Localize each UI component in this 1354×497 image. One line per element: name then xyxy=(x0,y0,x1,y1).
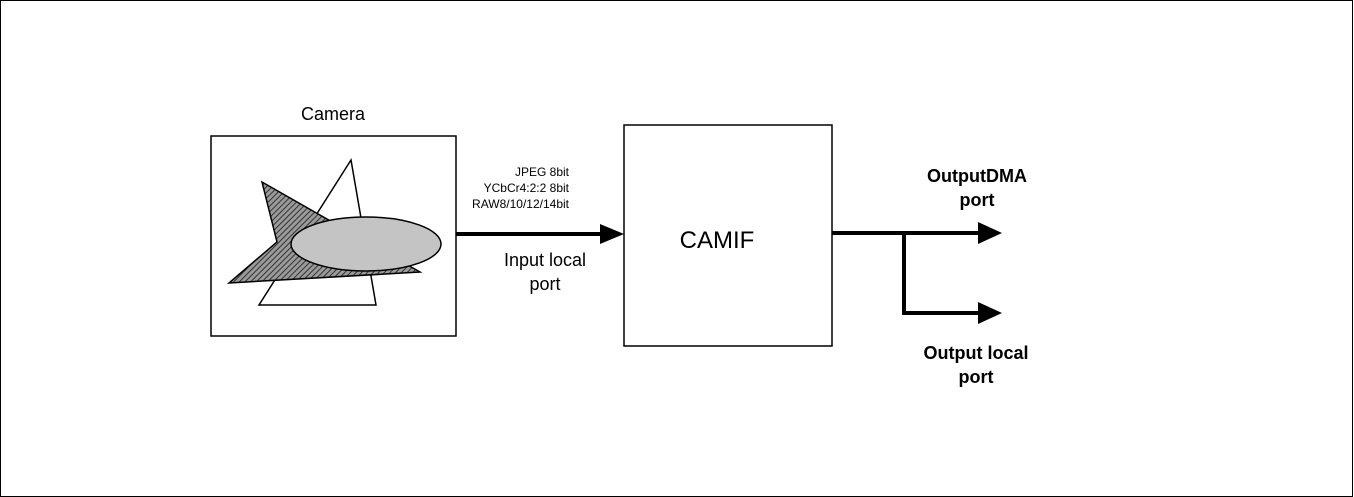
output-local-arrow-head xyxy=(978,302,1002,324)
format-jpeg: JPEG 8bit xyxy=(515,165,570,179)
format-ycbcr: YCbCr4:2:2 8bit xyxy=(484,181,570,195)
svg-text:Input local: Input local xyxy=(504,250,586,270)
svg-text:port: port xyxy=(960,190,995,210)
svg-text:OutputDMA: OutputDMA xyxy=(927,166,1027,186)
format-raw: RAW8/10/12/14bit xyxy=(472,197,570,211)
output-local-label: Output local port xyxy=(924,343,1029,387)
camif-box xyxy=(623,124,833,347)
gray-ellipse-shape xyxy=(290,216,442,272)
svg-text:Output local: Output local xyxy=(924,343,1029,363)
input-arrow-head xyxy=(600,224,624,244)
camif-label: CAMIF xyxy=(680,227,755,254)
camera-illustration xyxy=(226,157,442,306)
output-connectors xyxy=(832,222,1002,324)
input-format-list: JPEG 8bit YCbCr4:2:2 8bit RAW8/10/12/14b… xyxy=(472,165,570,211)
output-dma-label: OutputDMA port xyxy=(927,166,1027,210)
output-dma-arrow-head xyxy=(978,222,1002,244)
camera-label: Camera xyxy=(301,104,366,124)
input-port-label: Input local port xyxy=(504,250,586,294)
svg-text:port: port xyxy=(529,274,560,294)
svg-text:port: port xyxy=(959,367,994,387)
